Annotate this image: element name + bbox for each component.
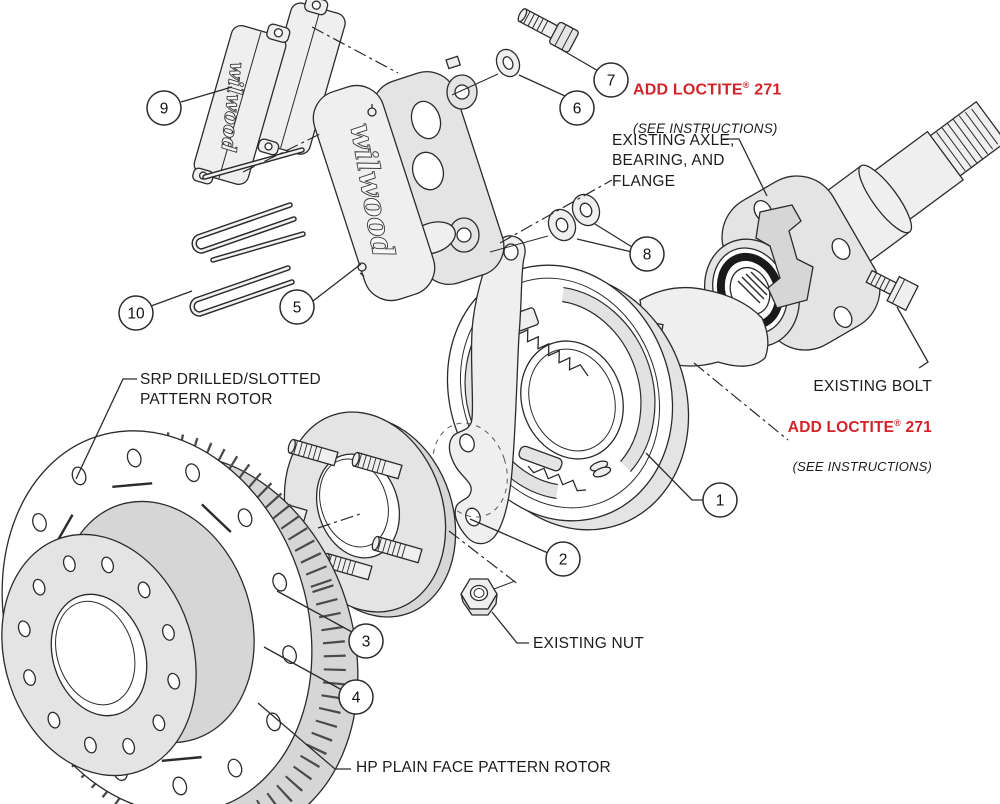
bracket-ear-hole-mid [459,433,475,453]
hub-bore [315,453,401,559]
brake-pad-front: wilwood [192,23,291,186]
assembly-axis-lines [242,26,789,586]
clip-spring-1 [191,202,297,254]
svg-text:2: 2 [559,552,568,569]
caliper-drawing: wilwood [312,55,505,302]
callout-2: 2 [545,541,581,577]
callout-9: 9 [146,90,182,126]
svg-text:8: 8 [643,247,652,264]
existing-bolt-label: EXISTING BOLT [813,378,932,396]
bearing-bore-splines [737,271,769,304]
see-instructions-bottom: (SEE INSTRUCTIONS) [792,458,932,474]
crossover-fitting [445,55,462,70]
clip-spring-2 [189,265,295,317]
adjuster-spring [527,465,587,492]
callout-balloons: 1 2 3 4 5 6 7 8 [118,62,738,715]
rotor-vent-ticks [14,431,346,804]
srp-rotor-label: SRP DRILLED/SLOTTED PATTERN ROTOR [140,371,321,409]
loctite-note-top-text: ADD LOCTITE® 271 [633,80,782,99]
hp-rotor-label: HP PLAIN FACE PATTERN ROTOR [356,759,611,776]
clip-pin-1 [202,147,305,180]
bleed-screw-top [367,104,377,117]
axle-retainer-bracket [755,204,814,309]
loctite-note-bottom-text: ADD LOCTITE® 271 [787,418,932,437]
svg-text:4: 4 [352,690,361,707]
svg-text:1: 1 [716,493,725,510]
svg-text:5: 5 [293,300,302,317]
svg-text:10: 10 [127,306,145,323]
caliper-bridge-window-bottom [411,151,445,191]
existing-nut-label: EXISTING NUT [533,635,644,652]
rotor-hat-holes [17,555,181,755]
callout-7: 7 [593,62,629,98]
adjuster-body [518,445,563,472]
callout-4: 4 [338,679,374,715]
rotor-center-bore [50,593,148,717]
callout-5: 5 [279,289,315,325]
washer-6-drawing [495,48,521,78]
mount-bolt-drawing [517,8,579,53]
see-instructions-top: (SEE INSTRUCTIONS) [633,121,778,137]
pad-retainer-clips [189,147,306,317]
rotor-drawing [1,430,359,804]
existing-nut-drawing [460,578,498,616]
existing-bolt-drawing [865,269,919,312]
backing-plate-bore [520,340,624,460]
existing-axle-label: EXISTING AXLE, BEARING, AND FLANGE [612,132,735,190]
rotor-hat-face [1,533,197,777]
existing-bolt-label-block: EXISTING BOLT ADD LOCTITE® 271 (SEE INST… [770,357,932,496]
svg-text:7: 7 [607,73,616,90]
washers-8-drawing [547,193,601,242]
clip-pin-2 [210,231,306,263]
callout-8: 8 [629,236,665,272]
callout-10: 10 [118,295,154,331]
callout-6: 6 [559,90,595,126]
svg-text:3: 3 [362,634,371,651]
caliper-bridge-window-top [410,100,442,140]
svg-text:6: 6 [573,101,582,118]
callout-3: 3 [348,623,384,659]
svg-text:9: 9 [160,101,169,118]
brake-pads-drawing: wilwood [189,0,346,317]
leader-lines [75,46,929,770]
callout-1: 1 [702,482,738,518]
caliper-body-face [312,84,436,302]
loctite-note-top: ADD LOCTITE® 271 (SEE INSTRUCTIONS) [633,60,782,158]
